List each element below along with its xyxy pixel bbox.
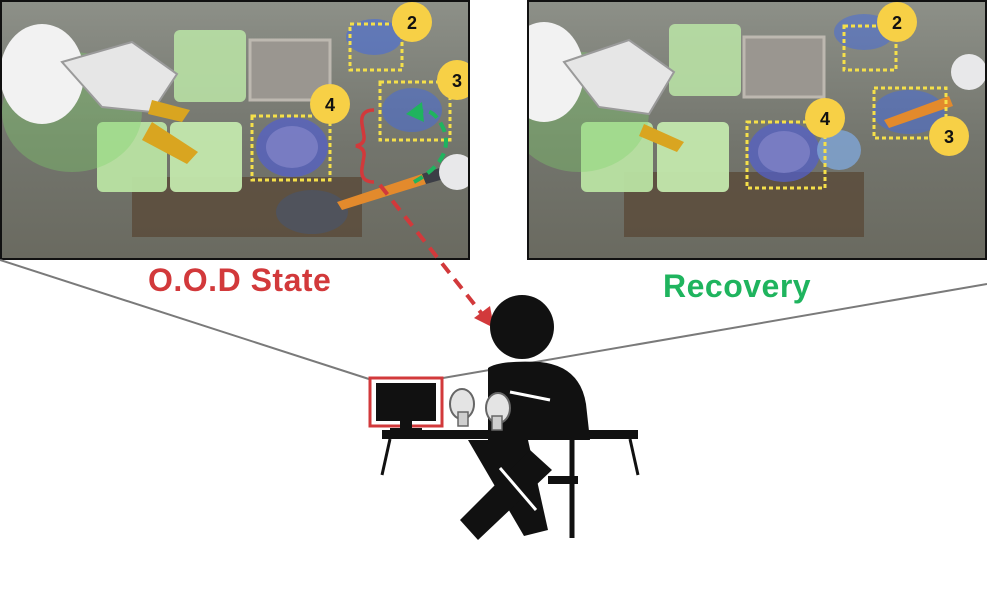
target-box-4	[745, 120, 827, 190]
target-box-3	[378, 80, 452, 142]
container-top	[669, 24, 741, 96]
svg-text:4: 4	[325, 95, 335, 115]
operator-torso	[488, 361, 590, 440]
pan-object	[276, 190, 348, 234]
svg-text:3: 3	[452, 71, 462, 91]
marker-3: 3	[437, 60, 468, 100]
container-right	[170, 122, 242, 192]
recovery-caption: Recovery	[663, 268, 812, 304]
pan-handle	[884, 96, 953, 128]
vr-controller-icon	[449, 388, 511, 431]
svg-text:3: 3	[944, 127, 954, 147]
container-left	[581, 122, 653, 192]
pan-handle	[337, 174, 426, 210]
pan-object	[817, 130, 861, 170]
target-box-4	[250, 114, 332, 182]
robot-arm-wrist	[562, 38, 676, 116]
robot-arm-body	[529, 22, 584, 122]
marker-4: 4	[310, 84, 350, 124]
container-top	[174, 30, 246, 102]
ood-scene-image: 2 3 4	[0, 0, 470, 260]
recovery-scene-image: 2 4 3	[527, 0, 987, 260]
robot-arm-wrist	[60, 40, 179, 114]
recovery-path-arrow	[413, 108, 448, 184]
recovery-scene-drawing: 2 4 3	[529, 2, 985, 237]
gripper-finger-lower	[142, 122, 198, 164]
svg-text:4: 4	[820, 109, 830, 129]
robot-arm-body	[2, 24, 84, 124]
storage-box	[742, 35, 826, 99]
chair-icon	[548, 476, 578, 484]
marker-2: 2	[392, 2, 432, 42]
ood-to-operator-arrow	[378, 183, 484, 316]
gripper-finger	[639, 124, 684, 152]
target-box-3	[872, 86, 948, 140]
svg-text:2: 2	[892, 13, 902, 33]
recovery-arrowhead	[406, 102, 424, 122]
ood-scene-drawing: 2 3 4	[2, 2, 468, 237]
operator-head	[490, 295, 554, 359]
marker-2: 2	[877, 2, 917, 42]
svg-text:2: 2	[407, 13, 417, 33]
gripper-finger-upper	[148, 100, 190, 122]
operator-leg-right	[460, 450, 552, 540]
marker-4: 4	[805, 98, 845, 138]
ood-brace	[355, 108, 375, 184]
ood-state-caption: O.O.D State	[148, 262, 332, 298]
target-box-2	[842, 24, 898, 72]
view-line-left	[0, 259, 373, 381]
arrowhead	[474, 306, 494, 328]
marker-3: 3	[929, 116, 969, 156]
